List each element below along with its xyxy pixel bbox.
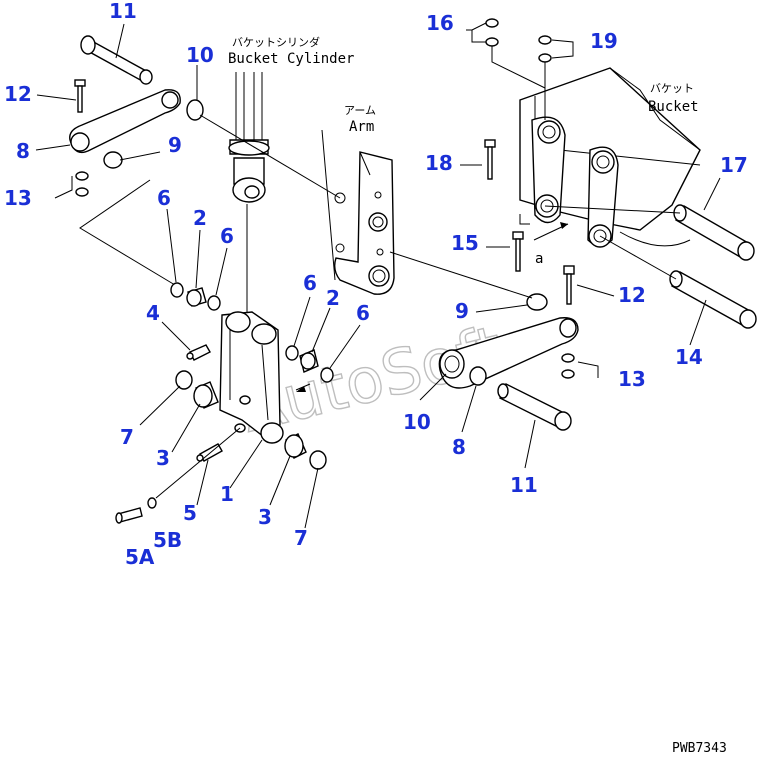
bucket-cylinder-label-en: Bucket Cylinder — [228, 51, 354, 67]
nuts-13-right — [561, 353, 599, 379]
bushing-2-b — [299, 349, 319, 373]
callout-16: 16 — [426, 11, 454, 35]
callout-7-left: 7 — [120, 425, 134, 449]
bucket-label-jp: バケット — [650, 82, 694, 95]
callout-5b: 5B — [153, 528, 182, 552]
callout-6-right-a: 6 — [303, 271, 317, 295]
seal-6-d — [320, 367, 334, 383]
seal-6-c — [285, 345, 299, 361]
grease-fitting-4 — [186, 344, 211, 361]
callout-2-left: 2 — [193, 206, 207, 230]
link-8-right — [438, 317, 579, 389]
callout-11-top: 11 — [109, 0, 137, 23]
callout-13-right: 13 — [618, 367, 646, 391]
bolt-15 — [512, 231, 524, 272]
callout-15: 15 — [451, 231, 479, 255]
seal-7-b — [309, 450, 327, 470]
bucket-cylinder-label-jp: バケットシリンダ — [232, 35, 320, 49]
bushing-2-a — [186, 287, 207, 307]
arm — [321, 129, 395, 295]
callout-5a: 5A — [125, 545, 155, 569]
link-assembly-1 — [219, 311, 284, 444]
seal-6-b — [207, 295, 221, 311]
nuts-16 — [466, 18, 546, 89]
callout-4: 4 — [146, 301, 160, 325]
nuts-19 — [538, 35, 574, 120]
pin-11-left — [80, 35, 153, 85]
callout-8-left: 8 — [16, 139, 30, 163]
washer-10-left — [186, 99, 204, 121]
callout-6-right-b: 6 — [356, 301, 370, 325]
pin-14 — [669, 270, 757, 329]
washer-5b — [147, 497, 157, 509]
callout-10-top: 10 — [186, 43, 214, 67]
link-8-left — [69, 89, 181, 154]
bolt-12-left — [74, 79, 86, 113]
seal-6-a — [170, 282, 184, 298]
drawing-code: PWB7343 — [672, 741, 727, 756]
seal-7-a — [175, 370, 193, 390]
shim-9-left — [103, 151, 123, 169]
bushing-3-a — [193, 381, 219, 409]
callout-3-left: 3 — [156, 446, 170, 470]
callout-14: 14 — [675, 345, 703, 369]
callout-11-right: 11 — [510, 473, 538, 497]
callout-18: 18 — [425, 151, 453, 175]
arm-label-en: Arm — [349, 119, 374, 135]
bucket-label-en: Bucket — [648, 99, 699, 115]
callout-19: 19 — [590, 29, 618, 53]
bucket — [519, 67, 701, 248]
pin-17 — [673, 204, 755, 261]
nuts-13-left — [54, 171, 89, 199]
callout-10-right: 10 — [403, 410, 431, 434]
callout-13-left: 13 — [4, 186, 32, 210]
bucket-cylinder — [228, 72, 270, 318]
view-a-label: a — [535, 251, 543, 267]
shim-9-right — [526, 293, 548, 311]
callout-5: 5 — [183, 501, 197, 525]
arm-label-jp: アーム — [344, 104, 376, 117]
callout-9-left: 9 — [168, 133, 182, 157]
pin-11-right — [497, 383, 572, 431]
callout-1: 1 — [220, 482, 234, 506]
callout-12-left: 12 — [4, 82, 32, 106]
callout-12-right: 12 — [618, 283, 646, 307]
callout-7-right: 7 — [294, 526, 308, 550]
bolt-5a — [115, 507, 143, 524]
callout-3-right: 3 — [258, 505, 272, 529]
callout-2-right: 2 — [326, 286, 340, 310]
callout-6-left: 6 — [157, 186, 171, 210]
bolt-18 — [484, 139, 496, 180]
callout-6-mid: 6 — [220, 224, 234, 248]
callout-17: 17 — [720, 153, 748, 177]
bolt-12-right — [563, 265, 575, 305]
callout-9-right: 9 — [455, 299, 469, 323]
callout-8-right: 8 — [452, 435, 466, 459]
bushing-3-b — [284, 433, 307, 459]
